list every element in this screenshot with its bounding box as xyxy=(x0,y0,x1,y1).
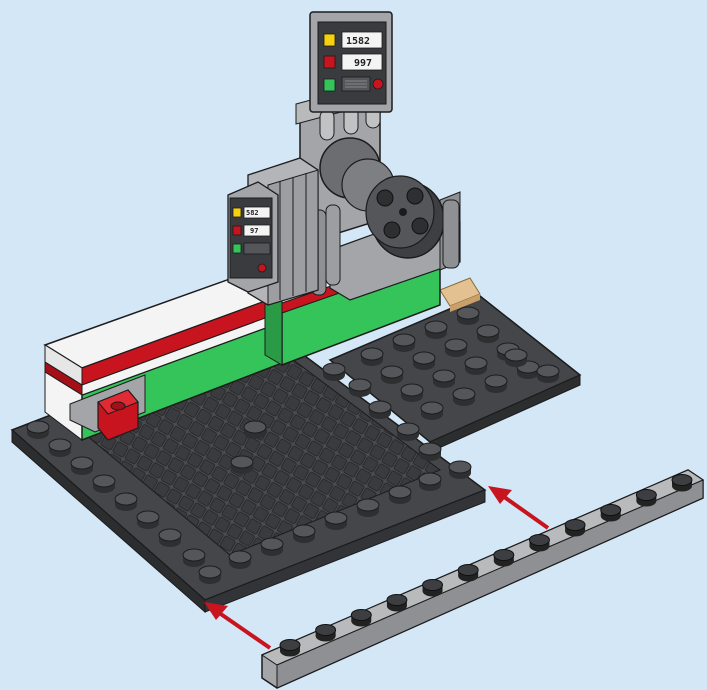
red-indicator xyxy=(324,56,335,68)
green-indicator xyxy=(324,79,335,91)
small-display-middle-readout: 97 xyxy=(250,227,258,235)
plate-stud xyxy=(387,595,407,612)
plate-stud xyxy=(316,625,336,642)
plate-stud xyxy=(529,535,549,552)
plate-stud xyxy=(280,640,300,657)
small-control-panel: 582 97 xyxy=(228,182,278,292)
arrow-left xyxy=(215,610,270,648)
small-display-top-readout: 582 xyxy=(246,209,259,217)
yellow-indicator xyxy=(324,34,335,46)
tall-display-top-readout: 1582 xyxy=(346,36,370,47)
red-indicator xyxy=(233,226,241,235)
tall-display-middle-readout: 997 xyxy=(354,58,372,69)
plate-stud xyxy=(672,475,692,492)
plate-stud xyxy=(351,610,371,627)
plate-stud xyxy=(636,490,656,507)
tall-control-panel: 1582 997 xyxy=(310,12,392,112)
plate-stud xyxy=(458,565,478,582)
plate-stud xyxy=(565,520,585,537)
plate-stud xyxy=(494,550,514,567)
plate-stud xyxy=(423,580,443,597)
green-indicator xyxy=(233,244,241,253)
plate-stud xyxy=(601,505,621,522)
yellow-indicator xyxy=(233,208,241,217)
arrow-right xyxy=(500,494,548,528)
